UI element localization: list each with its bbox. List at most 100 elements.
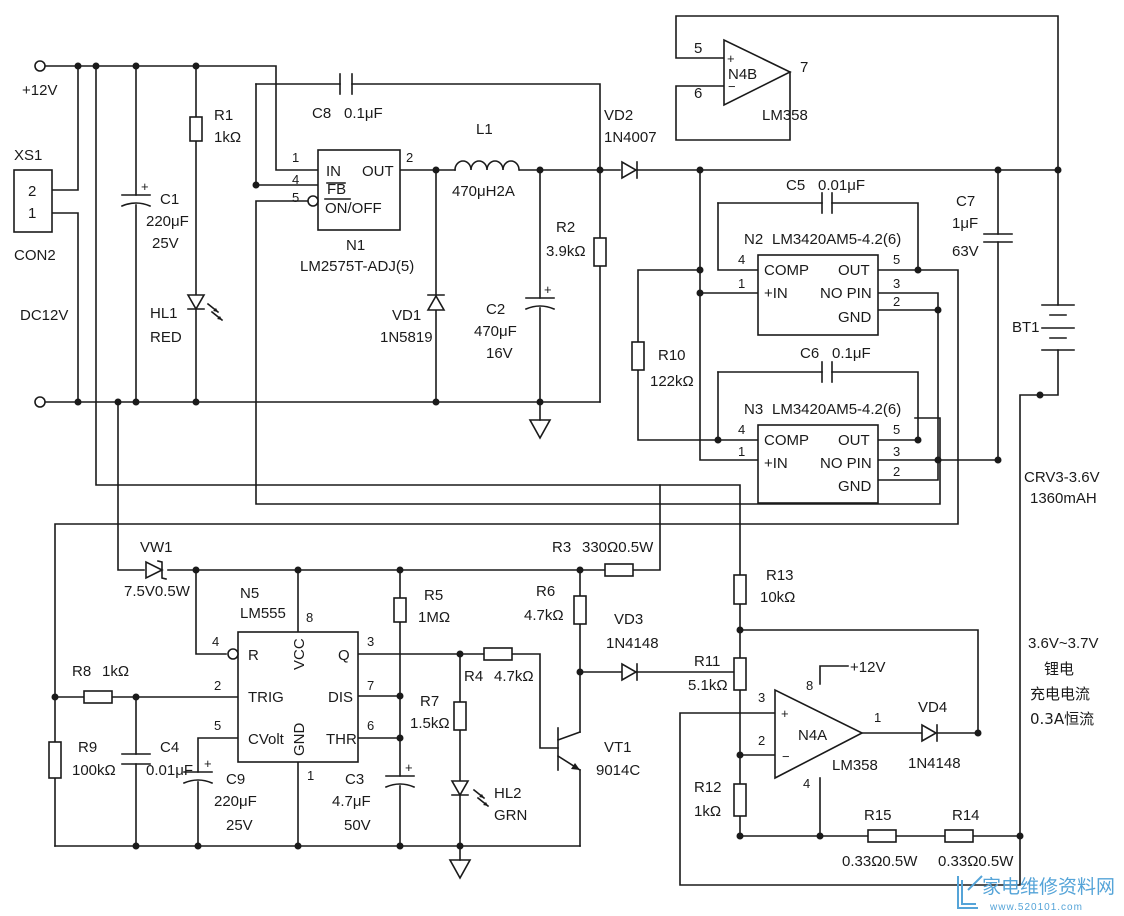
svg-text:1360mAH: 1360mAH [1030,490,1097,507]
svg-text:220μF: 220μF [146,213,189,230]
ground-terminal [34,396,46,408]
svg-text:LM3420AM5-4.2(6): LM3420AM5-4.2(6) [772,401,901,418]
svg-text:25V: 25V [152,235,179,252]
svg-text:0.1μF: 0.1μF [832,345,871,362]
svg-text:CRV3-3.6V: CRV3-3.6V [1024,469,1100,486]
svg-text:DIS: DIS [328,689,353,706]
svg-text:R4: R4 [464,668,483,685]
resistor-r10: R10 122kΩ [631,341,694,390]
svg-text:0.1μF: 0.1μF [344,105,383,122]
svg-text:−: − [728,79,736,94]
svg-text:1: 1 [874,710,881,725]
svg-text:R10: R10 [658,347,686,364]
svg-text:VT1: VT1 [604,739,632,756]
resistor-r8: R8 1kΩ [72,663,129,704]
svg-text:4.7kΩ: 4.7kΩ [494,668,534,685]
svg-text:+: + [781,706,789,721]
battery-bt1: BT1 CRV3-3.6V 1360mAH [1012,304,1100,507]
svg-text:ON/OFF: ON/OFF [325,200,382,217]
svg-text:1N4148: 1N4148 [908,755,961,772]
svg-text:1.5kΩ: 1.5kΩ [410,715,450,732]
svg-text:1N4007: 1N4007 [604,129,657,146]
inductor-l1: L1 470μH2A [452,121,520,200]
svg-text:4.7kΩ: 4.7kΩ [524,607,564,624]
opamp-n4b: + − N4B LM358 5 6 7 [694,38,808,124]
plus12v-label: +12V [22,82,57,99]
svg-text:FB: FB [327,181,346,198]
svg-text:7: 7 [367,678,374,693]
svg-text:2: 2 [758,733,765,748]
resistor-r14: R14 0.33Ω0.5W [938,807,1014,870]
svg-text:HL1: HL1 [150,305,178,322]
resistor-r12: R12 1kΩ [694,779,747,820]
wiring [44,15,1059,886]
svg-text:4: 4 [738,422,745,437]
svg-text:GND: GND [291,723,308,757]
resistor-r11: R11 5.1kΩ [688,653,747,694]
capacitor-c1: + C1 220μF 25V [120,179,189,252]
svg-text:5: 5 [694,40,702,57]
svg-text:1μF: 1μF [952,215,978,232]
svg-text:OUT: OUT [838,262,870,279]
svg-text:0.33Ω0.5W: 0.33Ω0.5W [938,853,1014,870]
svg-text:1: 1 [292,150,299,165]
svg-text:C9: C9 [226,771,245,788]
diode-vd2: VD2 1N4007 [604,107,657,180]
voltage-detector-n2: N2 LM3420AM5-4.2(6) COMP +IN OUT NO PIN … [738,231,901,336]
svg-text:THR: THR [326,731,357,748]
resistor-r9: R9 100kΩ [48,739,116,779]
svg-text:R: R [248,647,259,664]
svg-text:VD4: VD4 [918,699,947,716]
diode-vd1: VD1 1N5819 [380,294,446,346]
timer-n5: R TRIG CVolt Q DIS THR VCC GND N5 LM555 … [212,585,374,783]
svg-text:1kΩ: 1kΩ [214,129,241,146]
svg-text:VD1: VD1 [392,307,421,324]
svg-text:LM3420AM5-4.2(6): LM3420AM5-4.2(6) [772,231,901,248]
svg-text:R6: R6 [536,583,555,600]
svg-text:LM358: LM358 [762,107,808,124]
svg-text:LM2575T-ADJ(5): LM2575T-ADJ(5) [300,258,414,275]
svg-text:470μF: 470μF [474,323,517,340]
svg-text:122kΩ: 122kΩ [650,373,694,390]
svg-text:C5: C5 [786,177,805,194]
resistor-r6: R6 4.7kΩ [524,583,587,625]
svg-text:+12V: +12V [850,659,885,676]
capacitor-c9: + C9 220μF 25V [182,756,257,834]
xs1-ref: XS1 [14,147,42,164]
resistor-r5: R5 1MΩ [393,587,450,626]
svg-text:5: 5 [893,422,900,437]
svg-text:R3: R3 [552,539,571,556]
svg-text:25V: 25V [226,817,253,834]
svg-text:470μH2A: 470μH2A [452,183,515,200]
svg-text:N2: N2 [744,231,763,248]
svg-text:2: 2 [893,464,900,479]
opamp-n4a: + − N4A LM358 +12V 3 2 8 4 1 [758,659,885,791]
svg-text:5.1kΩ: 5.1kΩ [688,677,728,694]
svg-text:NO PIN: NO PIN [820,285,872,302]
svg-text:0.33Ω0.5W: 0.33Ω0.5W [842,853,918,870]
svg-text:+: + [204,756,212,771]
resistor-r2: R2 3.9kΩ [546,219,607,267]
svg-text:COMP: COMP [764,262,809,279]
svg-text:VD3: VD3 [614,611,643,628]
capacitor-c7: C7 1μF 63V [952,193,1013,260]
svg-text:6: 6 [367,718,374,733]
watermark-text: 家电维修资料网 [982,876,1115,898]
svg-text:VW1: VW1 [140,539,173,556]
svg-text:+: + [405,760,413,775]
resistor-r4: R4 4.7kΩ [464,647,534,685]
svg-text:OUT: OUT [362,163,394,180]
ground-symbol-1 [528,419,552,440]
svg-text:VD2: VD2 [604,107,633,124]
svg-text:OUT: OUT [838,432,870,449]
svg-text:C1: C1 [160,191,179,208]
svg-text:2: 2 [214,678,221,693]
xs1-connector [13,169,53,233]
svg-text:1: 1 [738,444,745,459]
svg-text:R14: R14 [952,807,980,824]
svg-text:LM358: LM358 [832,757,878,774]
svg-text:LM555: LM555 [240,605,286,622]
regulator-n1: IN FB ON/OFF OUT 1 4 5 2 N1 LM2575T-ADJ(… [292,149,414,275]
svg-text:5: 5 [292,190,299,205]
svg-text:50V: 50V [344,817,371,834]
